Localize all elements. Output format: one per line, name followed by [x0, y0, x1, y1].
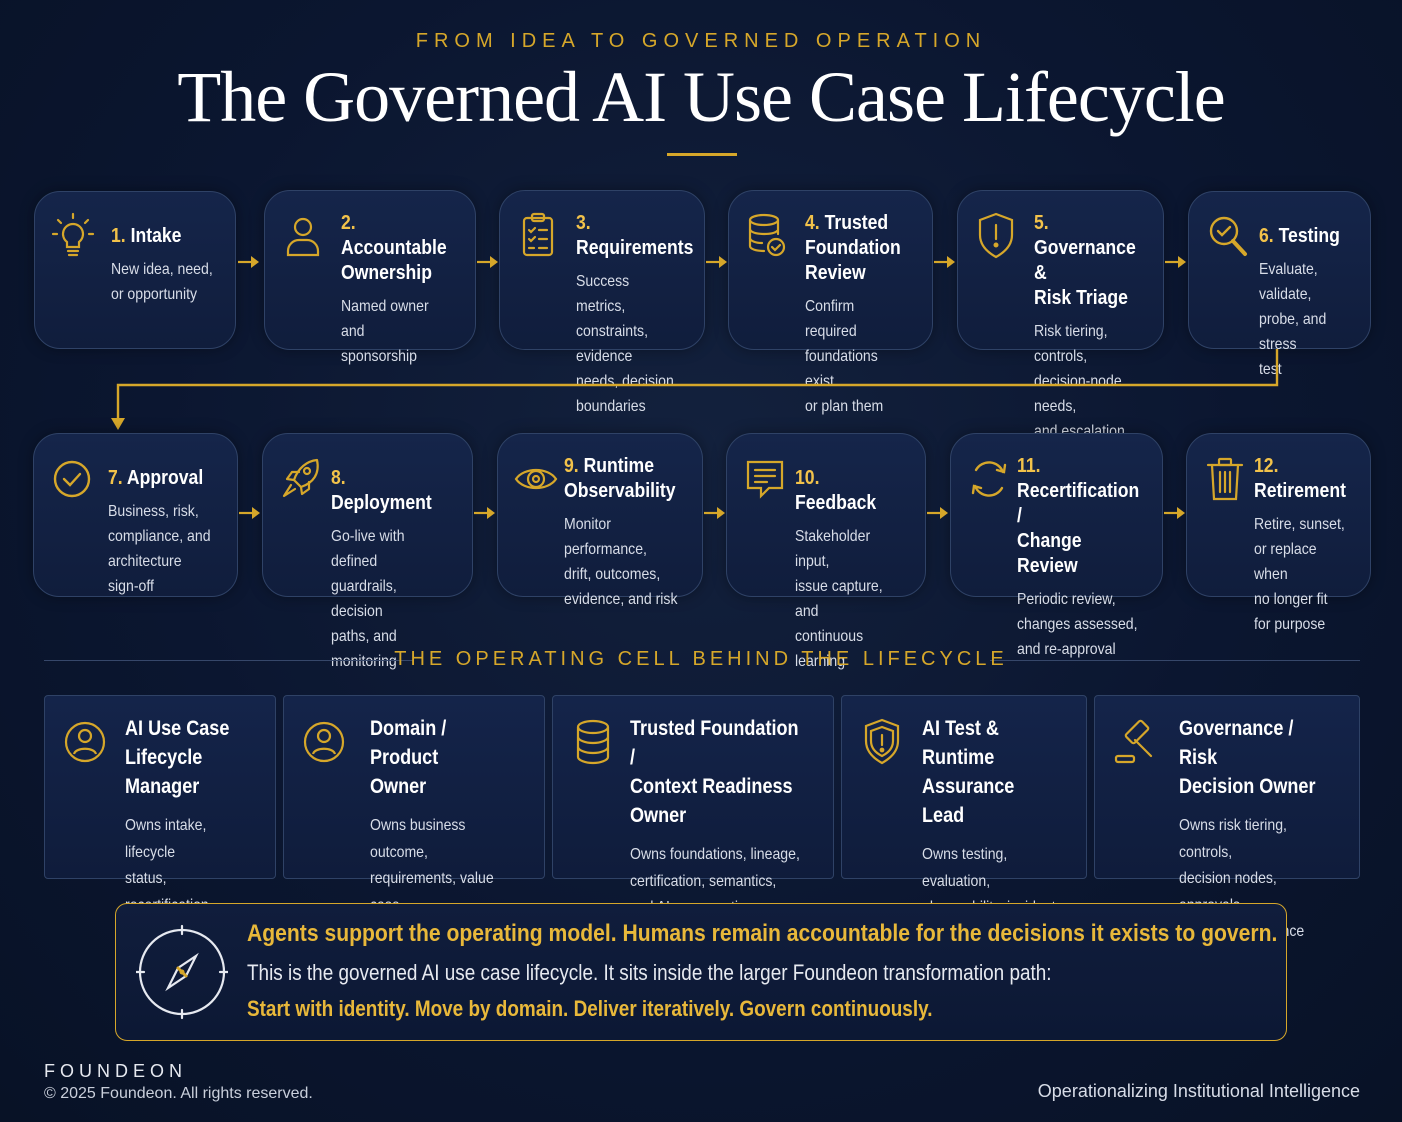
step-title: Accountable Ownership — [341, 237, 447, 284]
role-card-domain-product-owner: Domain / Product Owner Owns business out… — [283, 695, 545, 967]
lightbulb-icon — [51, 212, 95, 262]
shield-alert-icon — [860, 716, 904, 768]
step-title: Testing — [1278, 225, 1340, 247]
role-title: Domain / Product Owner — [370, 717, 447, 798]
title-underline — [667, 153, 737, 156]
eye-icon — [514, 454, 558, 504]
flow-arrow — [934, 256, 955, 268]
step-number: 7. — [108, 467, 123, 489]
step-title: Feedback — [795, 492, 877, 514]
step-number: 10. — [795, 467, 820, 489]
step-card-governance-risk-triage: 5. Governance & Risk Triage Risk tiering… — [957, 190, 1164, 465]
role-card-trusted-foundation-owner: Trusted Foundation / Context Readiness O… — [552, 695, 834, 916]
callout-headline: Agents support the operating model. Huma… — [247, 920, 1278, 947]
step-card-testing: 6. Testing Evaluate, validate, probe, an… — [1188, 191, 1371, 378]
step-description: Periodic review, changes assessed, and r… — [1017, 591, 1138, 658]
section-label: THE OPERATING CELL BEHIND THE LIFECYCLE — [394, 648, 1008, 670]
refresh-icon — [967, 454, 1011, 504]
magnifier-check-icon — [1205, 212, 1249, 262]
step-title: Approval — [126, 467, 204, 489]
principle-callout: Agents support the operating model. Huma… — [115, 903, 1287, 1041]
flow-arrow — [706, 256, 727, 268]
trash-icon — [1203, 454, 1247, 504]
step-card-runtime-observability: 9. Runtime Observability Monitor perform… — [497, 433, 703, 608]
step-title: Governance & Risk Triage — [1034, 237, 1136, 309]
step-title: Recertification / Change Review — [1017, 480, 1140, 577]
role-card-lifecycle-manager: AI Use Case Lifecycle Manager Owns intak… — [44, 695, 276, 940]
step-description: Stakeholder input, issue capture, and co… — [795, 528, 883, 670]
check-circle-icon — [50, 454, 94, 504]
step-card-retirement: 12. Retirement Retire, sunset, or replac… — [1186, 433, 1371, 633]
flow-arrow — [927, 507, 948, 519]
flow-arrow — [477, 256, 498, 268]
page-title: The Governed AI Use Case Lifecycle — [177, 57, 1226, 137]
role-card-test-runtime-assurance-lead: AI Test & Runtime Assurance Lead Owns te… — [841, 695, 1087, 969]
step-number: 2. — [341, 212, 356, 234]
flow-arrow — [1165, 256, 1186, 268]
step-description: Evaluate, validate, probe, and stress te… — [1259, 261, 1327, 378]
step-number: 8. — [331, 467, 346, 489]
kicker: FROM IDEA TO GOVERNED OPERATION — [415, 30, 987, 52]
role-title: Trusted Foundation / Context Readiness O… — [630, 717, 799, 827]
step-card-requirements: 3. Requirements Success metrics, constra… — [499, 190, 705, 415]
step-description: New idea, need, or opportunity — [111, 261, 213, 303]
step-card-trusted-foundation-review: 4. Trusted Foundation Review Confirm req… — [728, 190, 933, 415]
step-description: Monitor performance, drift, outcomes, ev… — [564, 516, 678, 608]
rocket-icon — [279, 454, 323, 504]
chat-bubble-icon — [743, 454, 787, 504]
callout-tagline: Start with identity. Move by domain. Del… — [247, 996, 933, 1021]
step-number: 9. — [564, 455, 579, 477]
person-icon — [281, 211, 325, 261]
row-connector-arrow — [111, 349, 1279, 430]
role-title: AI Use Case Lifecycle Manager — [125, 717, 230, 798]
step-title: Runtime Observability — [564, 455, 676, 502]
user-circle-icon — [63, 716, 107, 768]
step-description: Go-live with defined guardrails, decisio… — [331, 528, 405, 670]
copyright: © 2025 Foundeon. All rights reserved. — [44, 1085, 313, 1102]
flow-arrow — [704, 507, 725, 519]
flow-arrow — [474, 507, 495, 519]
shield-alert-icon — [974, 211, 1018, 261]
compass-icon — [134, 922, 230, 1022]
step-number: 12. — [1254, 455, 1279, 477]
step-title: Retirement — [1254, 480, 1346, 502]
step-title: Trusted Foundation Review — [805, 212, 901, 284]
step-card-intake: 1. Intake New idea, need, or opportunity — [34, 191, 236, 349]
step-card-approval: 7. Approval Business, risk, compliance, … — [33, 433, 238, 597]
role-title: Governance / Risk Decision Owner — [1179, 717, 1316, 798]
user-circle-icon — [302, 716, 346, 768]
step-title: Deployment — [331, 492, 432, 514]
database-icon — [571, 716, 615, 768]
role-card-governance-risk-owner: Governance / Risk Decision Owner Owns ri… — [1094, 695, 1360, 940]
step-card-feedback: 10. Feedback Stakeholder input, issue ca… — [726, 433, 926, 670]
step-card-accountable-ownership: 2. Accountable Ownership Named owner and… — [264, 190, 476, 365]
step-number: 4. — [805, 212, 820, 234]
flow-arrow — [239, 507, 260, 519]
database-check-icon — [745, 211, 789, 261]
step-number: 3. — [576, 212, 591, 234]
flow-arrow — [1164, 507, 1185, 519]
step-description: Business, risk, compliance, and architec… — [108, 503, 211, 595]
callout-body: This is the governed AI use case lifecyc… — [247, 960, 1052, 985]
step-number: 6. — [1259, 225, 1274, 247]
step-title: Intake — [130, 225, 182, 247]
step-description: Success metrics, constraints, evidence n… — [576, 273, 674, 415]
step-card-deployment: 8. Deployment Go-live with defined guard… — [262, 433, 473, 670]
step-number: 1. — [111, 225, 126, 247]
clipboard-checklist-icon — [516, 211, 560, 261]
section-rule-right — [990, 660, 1360, 661]
step-card-recertification: 11. Recertification / Change Review Peri… — [950, 433, 1163, 658]
step-description: Named owner and sponsorship — [341, 298, 429, 365]
step-number: 5. — [1034, 212, 1049, 234]
step-description: Retire, sunset, or replace when no longe… — [1254, 516, 1345, 633]
step-title: Requirements — [576, 237, 694, 259]
gavel-icon — [1113, 716, 1157, 768]
brand-logo: FOUNDEON — [44, 1061, 187, 1081]
slogan: Operationalizing Institutional Intellige… — [1037, 1081, 1360, 1101]
step-number: 11. — [1017, 455, 1041, 477]
section-rule-left — [44, 660, 414, 661]
role-title: AI Test & Runtime Assurance Lead — [922, 717, 1015, 827]
flow-arrow — [238, 256, 259, 268]
